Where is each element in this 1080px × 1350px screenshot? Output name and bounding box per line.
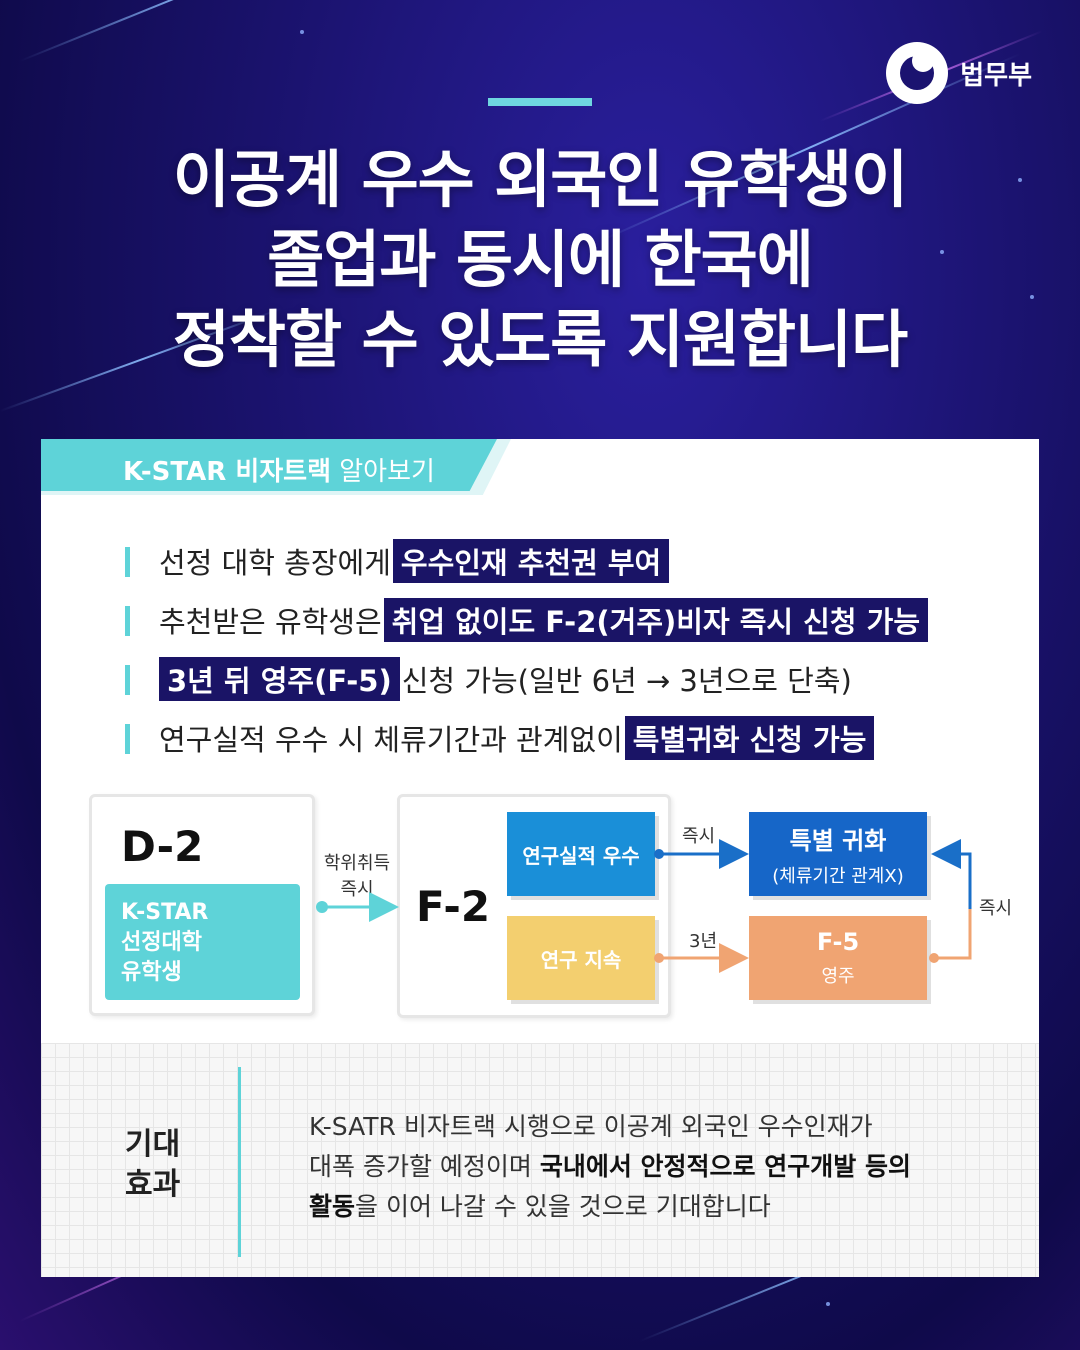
d2-code: D-2 (121, 822, 204, 871)
research-excellent-label: 연구실적 우수 (522, 843, 640, 868)
government-emblem-icon (886, 42, 949, 104)
effect-label: 기대 효과 (125, 1125, 195, 1205)
f5-title: F-5 (816, 928, 860, 956)
effect-label-line: 기대 (125, 1127, 181, 1162)
list-item: 추천받은 유학생은 취업 없이도 F-2(거주)비자 즉시 신청 가능 (125, 590, 930, 649)
degree-arrow-label: 학위취득 즉시 (323, 851, 391, 903)
f5-to-naturalization-label: 즉시 (979, 898, 1013, 919)
naturalization-sub: (체류기간 관계X) (772, 865, 904, 887)
effect-line: 활동을 이어 나갈 수 있을 것으로 기대합니다 (309, 1192, 771, 1221)
title-line: 이공계 우수 외국인 유학생이 (172, 143, 908, 216)
title-line: 정착할 수 있도록 지원합니다 (172, 303, 908, 376)
title-line: 졸업과 동시에 한국에 (267, 223, 814, 296)
list-item: 선정 대학 총장에게 우수인재 추천권 부여 (125, 531, 930, 590)
research-excellent-box: 연구실적 우수 (507, 812, 655, 896)
three-years-arrow-label: 3년 (689, 931, 718, 952)
ministry-name: 법무부 (960, 60, 1032, 91)
list-item: 연구실적 우수 시 체류기간과 관계없이 특별귀화 신청 가능 (125, 708, 930, 767)
research-continue-label: 연구 지속 (540, 947, 622, 972)
kstar-student-box: K-STAR 선정대학 유학생 (105, 884, 300, 1000)
immediate-arrow-label: 즉시 (682, 826, 716, 847)
degree-arrow (316, 892, 399, 922)
star-dot (300, 30, 304, 34)
f5-to-naturalization-arrow (929, 839, 972, 963)
kstar-line: K-STAR (121, 900, 209, 925)
effect-line: K-SATR 비자트랙 시행으로 이공계 외국인 우수인재가 (309, 1112, 873, 1141)
arrow-label-line: 학위취득 (323, 853, 391, 874)
three-years-arrow (654, 943, 749, 973)
f5-sub: 영주 (821, 966, 855, 987)
ministry-logo: 법무부 (886, 42, 1032, 104)
effect-line: 대폭 증가할 예정이며 국내에서 안정적으로 연구개발 등의 (309, 1152, 911, 1181)
f5-box: F-5 영주 (749, 916, 927, 1000)
title-accent-bar (488, 98, 592, 106)
kstar-line: 유학생 (121, 960, 182, 985)
info-card: K-STAR 비자트랙 알아보기 선정 대학 총장에게 우수인재 추천권 부여 … (41, 439, 1039, 1277)
effect-section (41, 1043, 1039, 1277)
arrow-label-line: 즉시 (340, 879, 374, 900)
star-dot (826, 1302, 830, 1306)
naturalization-title: 특별 귀화 (789, 826, 887, 855)
diagram-arrows (316, 839, 972, 973)
effect-divider (238, 1067, 241, 1257)
f2-code: F-2 (416, 882, 491, 931)
star-dot (940, 250, 944, 254)
kstar-line: 선정대학 (121, 930, 202, 955)
effect-description: K-SATR 비자트랙 시행으로 이공계 외국인 우수인재가 대폭 증가할 예정… (309, 1107, 911, 1227)
naturalization-box: 특별 귀화 (체류기간 관계X) (749, 812, 927, 896)
bullet-list: 선정 대학 총장에게 우수인재 추천권 부여 추천받은 유학생은 취업 없이도 … (125, 531, 930, 767)
immediate-arrow (654, 839, 749, 869)
list-item: 3년 뒤 영주(F-5) 신청 가능(일반 6년 → 3년으로 단축) (125, 649, 930, 708)
page-title: 이공계 우수 외국인 유학생이 졸업과 동시에 한국에 정착할 수 있도록 지원… (0, 140, 1080, 380)
effect-label-line: 효과 (125, 1167, 181, 1202)
star-dot (1018, 178, 1022, 182)
section-tab-label: K-STAR 비자트랙 알아보기 (123, 457, 435, 487)
star-dot (1030, 295, 1034, 299)
section-tab (41, 439, 497, 491)
research-continue-box: 연구 지속 (507, 916, 655, 1000)
